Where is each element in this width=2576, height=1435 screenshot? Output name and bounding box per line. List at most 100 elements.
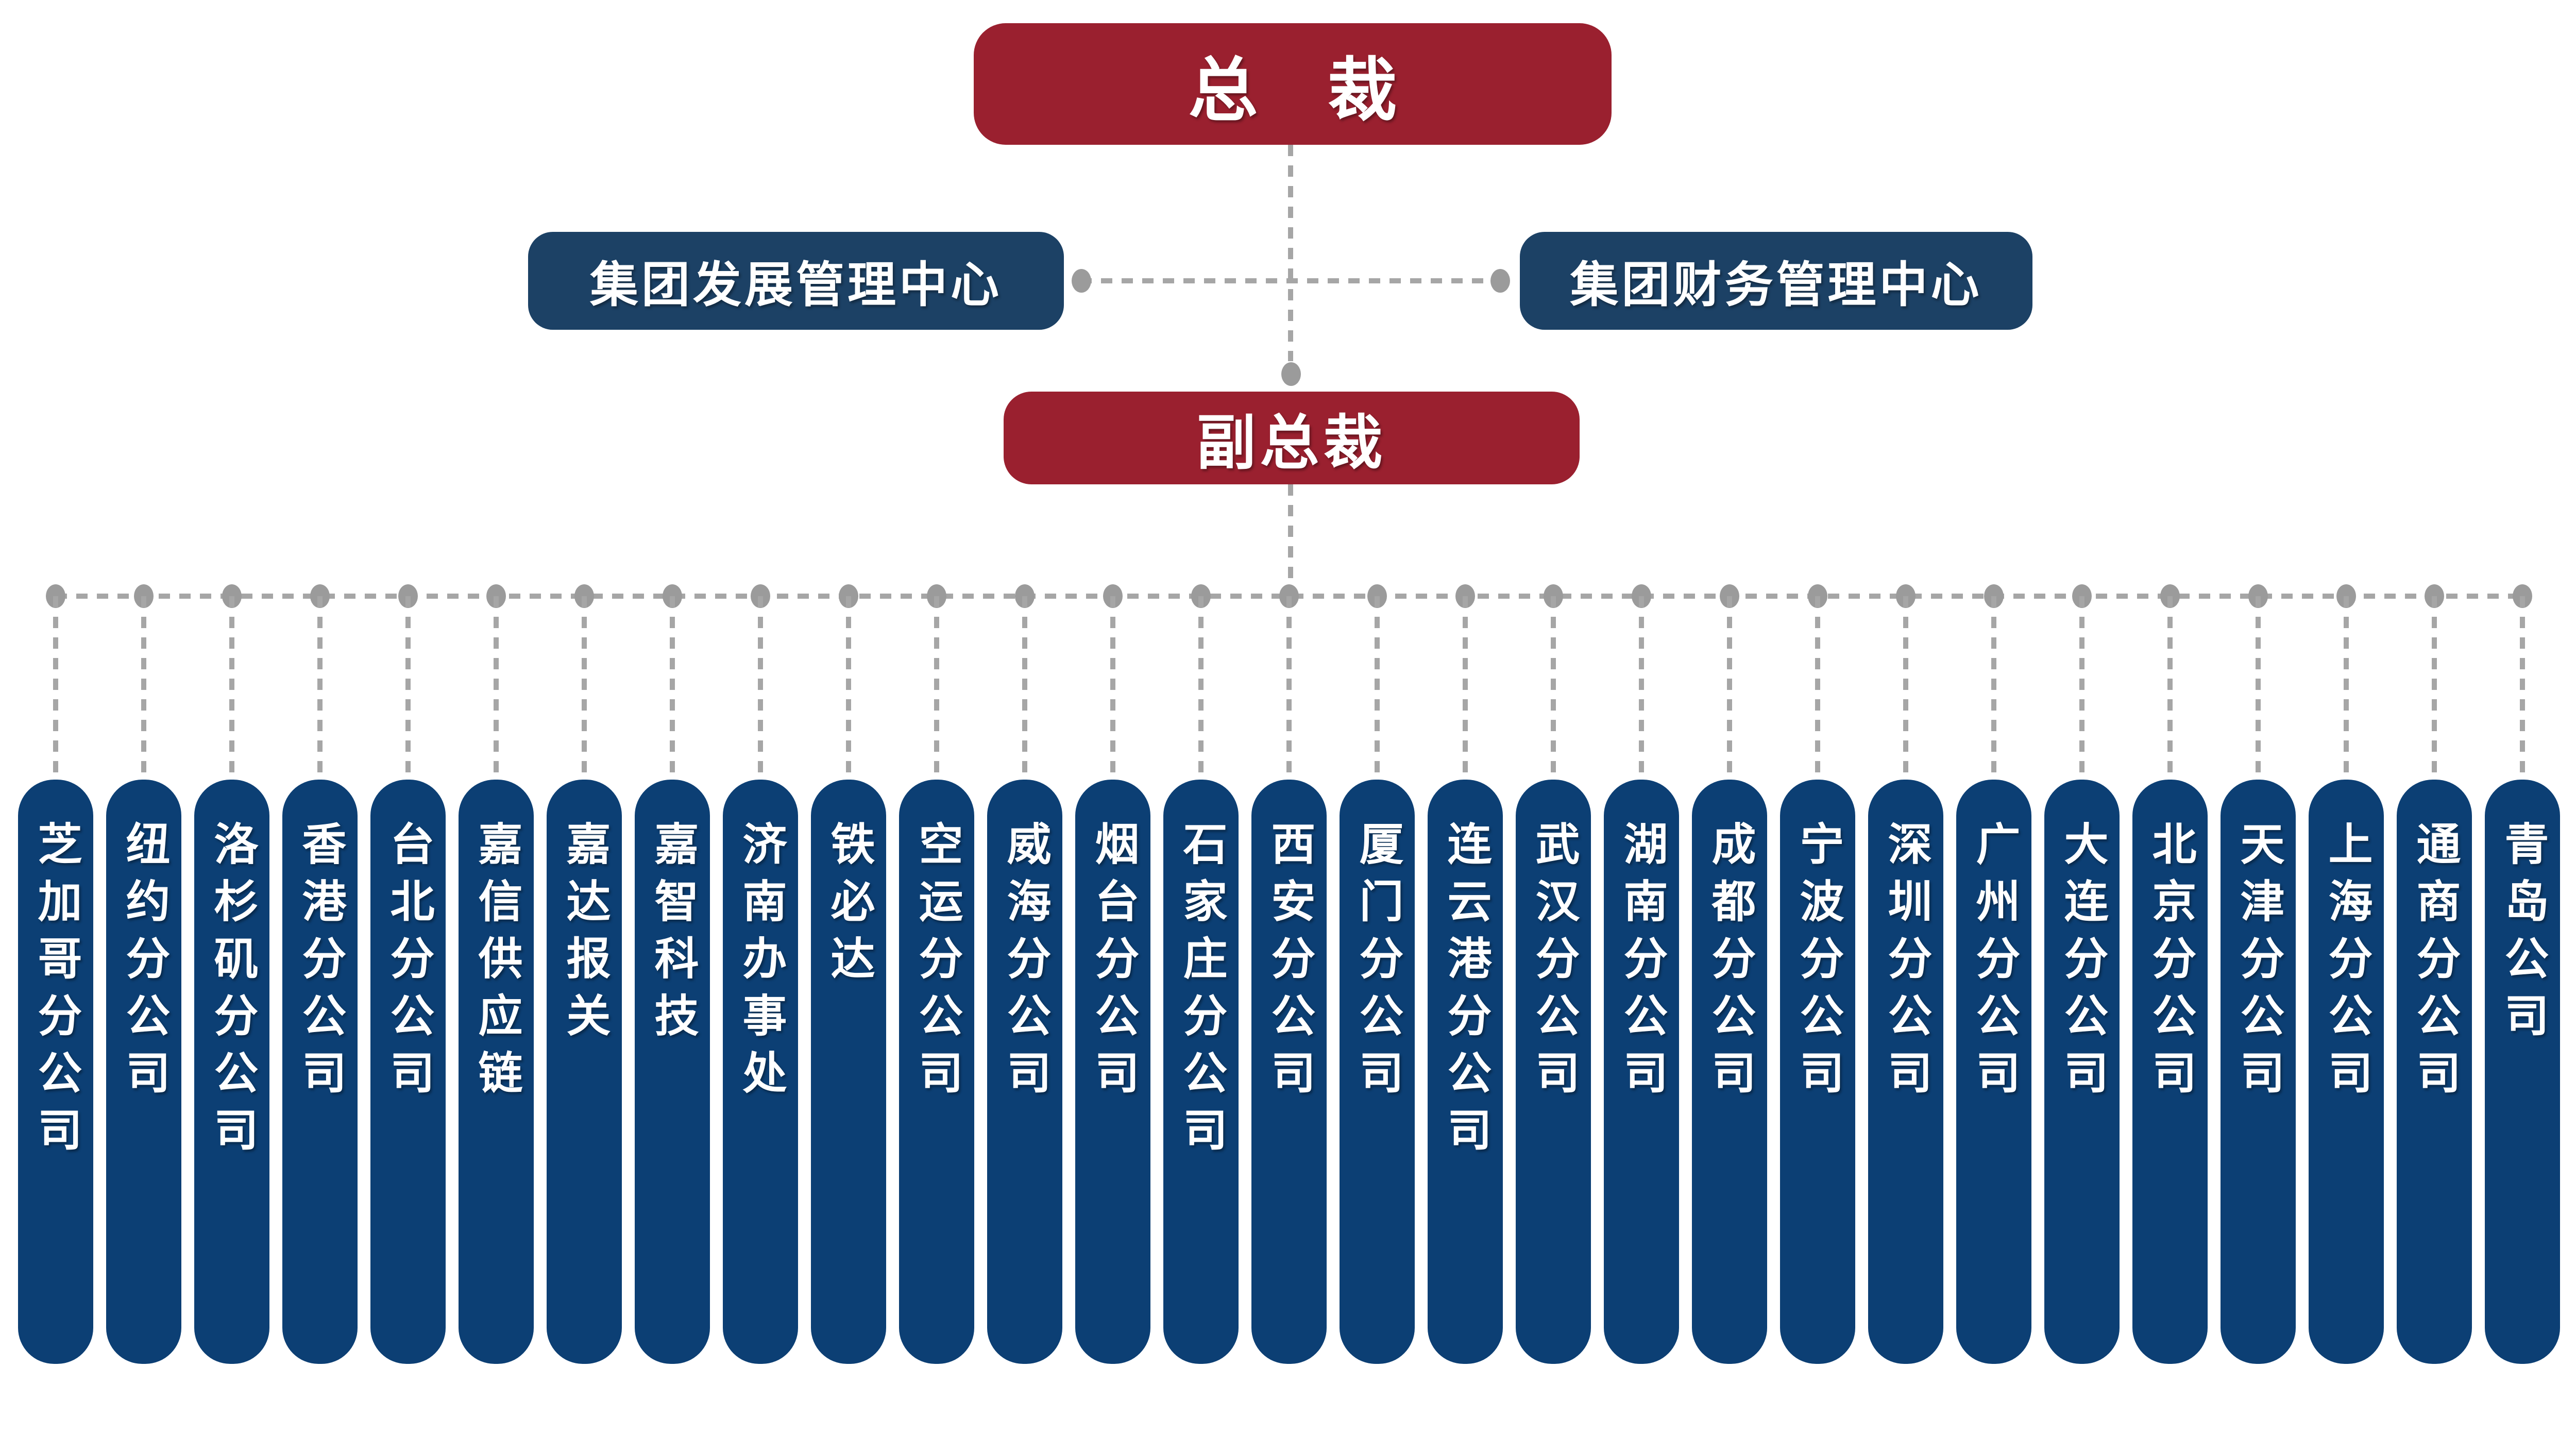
connector-line-branch [53, 596, 58, 780]
branch-node: 青岛公司 [2485, 780, 2560, 1364]
branch-node: 上海分公司 [2309, 780, 2384, 1364]
branch-node: 北京分公司 [2132, 780, 2208, 1364]
connector-line-branch [405, 596, 411, 780]
branch-node: 西安分公司 [1251, 780, 1327, 1364]
connector-line-departments [1080, 278, 1502, 283]
branch-node: 洛杉矶分公司 [194, 780, 269, 1364]
branch-node: 纽约分公司 [106, 780, 181, 1364]
branch-node: 济南办事处 [723, 780, 798, 1364]
branch-node: 芝加哥分公司 [18, 780, 93, 1364]
branch-unit: 深圳分公司 [1868, 583, 1943, 1364]
connector-line-branch [141, 596, 146, 780]
branch-label: 台北分公司 [383, 821, 433, 1107]
branch-label: 广州分公司 [1969, 821, 2019, 1107]
branch-label: 洛杉矶分公司 [207, 821, 257, 1164]
branch-unit: 嘉智科技 [635, 583, 710, 1364]
connector-line-branch [1286, 596, 1292, 780]
department-label-finance: 集团财务管理中心 [1570, 258, 1982, 312]
branch-unit: 烟台分公司 [1075, 583, 1150, 1364]
connector-line-branch [1022, 596, 1027, 780]
branch-unit: 石家庄分公司 [1163, 583, 1239, 1364]
connector-line-branch [1903, 596, 1908, 780]
branch-unit: 上海分公司 [2309, 583, 2384, 1364]
branch-unit: 通商分公司 [2397, 583, 2472, 1364]
connector-line-branch [2520, 596, 2525, 780]
connector-line-branch [670, 596, 675, 780]
branch-label: 通商分公司 [2410, 821, 2459, 1107]
branch-node: 厦门分公司 [1340, 780, 1415, 1364]
branch-unit: 青岛公司 [2485, 583, 2560, 1364]
branch-label: 天津分公司 [2233, 821, 2283, 1107]
branch-label: 香港分公司 [295, 821, 345, 1107]
branch-label: 纽约分公司 [119, 821, 168, 1107]
branch-label: 成都分公司 [1705, 821, 1754, 1107]
branch-node: 嘉达报关 [547, 780, 622, 1364]
connector-line-branch [2079, 596, 2084, 780]
branch-node: 通商分公司 [2397, 780, 2472, 1364]
branch-label: 威海分公司 [1000, 821, 1049, 1107]
president-label: 总 裁 [1188, 52, 1397, 129]
branch-unit: 芝加哥分公司 [18, 583, 93, 1364]
branch-label: 烟台分公司 [1088, 821, 1138, 1107]
connector-line-branch [2432, 596, 2437, 780]
branch-node: 天津分公司 [2221, 780, 2296, 1364]
branch-node: 台北分公司 [370, 780, 446, 1364]
branch-node: 铁必达 [811, 780, 886, 1364]
president-node: 总 裁 [974, 23, 1612, 145]
connector-line-branch [934, 596, 939, 780]
branch-label: 石家庄分公司 [1176, 821, 1226, 1164]
branch-label: 铁必达 [824, 821, 873, 992]
connector-line-branch [582, 596, 587, 780]
connector-line-branch [2344, 596, 2349, 780]
branch-node: 威海分公司 [987, 780, 1062, 1364]
branch-label: 宁波分公司 [1793, 821, 1842, 1107]
connector-line-branch [1198, 596, 1204, 780]
connector-line-branch [758, 596, 763, 780]
connector-line-branch [229, 596, 234, 780]
branch-unit: 连云港分公司 [1428, 583, 1503, 1364]
branch-unit: 嘉达报关 [547, 583, 622, 1364]
branch-node: 大连分公司 [2044, 780, 2120, 1364]
branch-label: 嘉智科技 [648, 821, 697, 1050]
branch-node: 嘉智科技 [635, 780, 710, 1364]
connector-line-branch [1815, 596, 1820, 780]
vice-president-label: 副总裁 [1196, 410, 1387, 476]
branch-node: 连云港分公司 [1428, 780, 1503, 1364]
branch-unit: 成都分公司 [1692, 583, 1767, 1364]
branch-label: 大连分公司 [2057, 821, 2107, 1107]
branch-node: 石家庄分公司 [1163, 780, 1239, 1364]
branch-unit: 香港分公司 [282, 583, 358, 1364]
branch-unit: 济南办事处 [723, 583, 798, 1364]
connector-line-branch [317, 596, 323, 780]
branch-unit: 洛杉矶分公司 [194, 583, 269, 1364]
branch-unit: 天津分公司 [2221, 583, 2296, 1364]
branch-node: 烟台分公司 [1075, 780, 1150, 1364]
branch-node: 深圳分公司 [1868, 780, 1943, 1364]
branch-label: 空运分公司 [912, 821, 961, 1107]
branch-node: 湖南分公司 [1604, 780, 1679, 1364]
branch-node: 香港分公司 [282, 780, 358, 1364]
branch-node: 成都分公司 [1692, 780, 1767, 1364]
branch-label: 上海分公司 [2321, 821, 2371, 1107]
branch-unit: 广州分公司 [1956, 583, 2031, 1364]
branch-label: 济南办事处 [736, 821, 785, 1107]
branch-label: 西安分公司 [1264, 821, 1314, 1107]
branch-label: 湖南分公司 [1617, 821, 1666, 1107]
branch-unit: 铁必达 [811, 583, 886, 1364]
department-node-development: 集团发展管理中心 [528, 232, 1064, 330]
branch-unit: 厦门分公司 [1340, 583, 1415, 1364]
connector-line-branch [2167, 596, 2173, 780]
branch-unit: 空运分公司 [899, 583, 974, 1364]
connector-line-branch [1991, 596, 1996, 780]
department-node-finance: 集团财务管理中心 [1520, 232, 2032, 330]
connector-line-branch [1639, 596, 1644, 780]
connector-line-branch [2256, 596, 2261, 780]
branch-unit: 湖南分公司 [1604, 583, 1679, 1364]
connector-line-branch [1551, 596, 1556, 780]
connector-line-branch [494, 596, 499, 780]
branch-unit: 台北分公司 [370, 583, 446, 1364]
branch-label: 武汉分公司 [1529, 821, 1578, 1107]
connector-line-branch [1727, 596, 1732, 780]
connector-line-vp-branches [1288, 484, 1293, 596]
